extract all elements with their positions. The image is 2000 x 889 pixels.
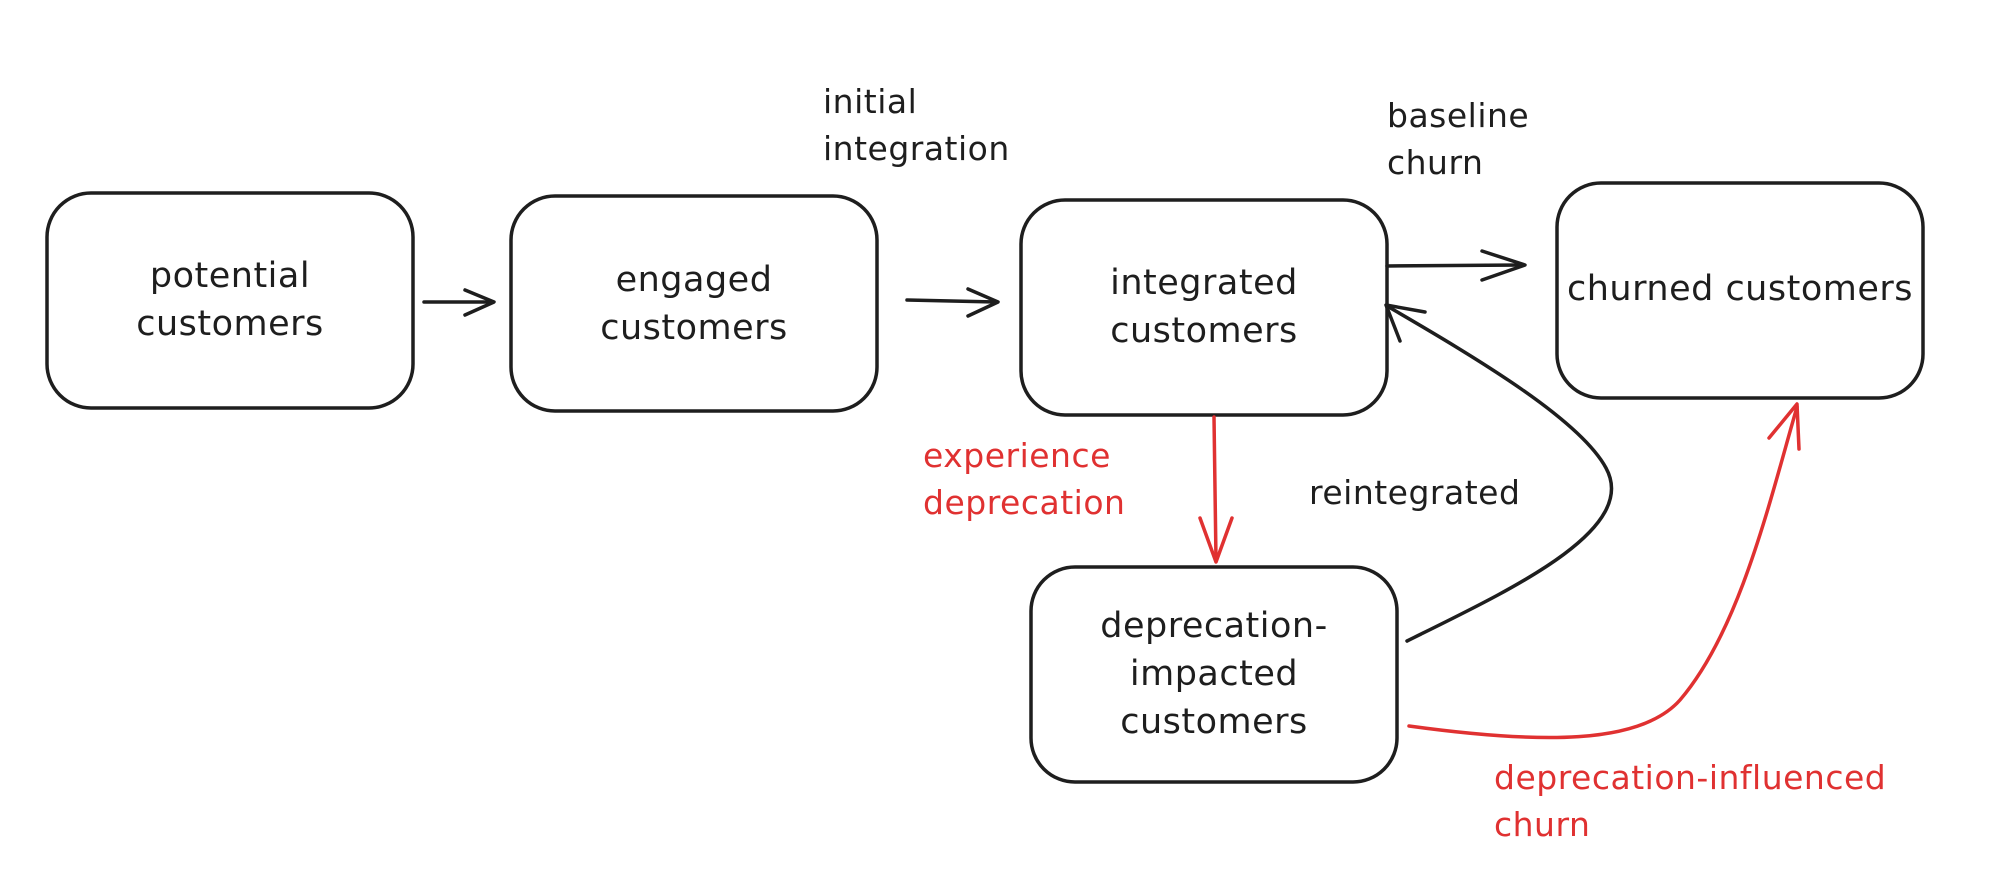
edge-integrated-to-churned: [1385, 249, 1527, 282]
label-initial-integration: initial integration: [823, 82, 1010, 168]
label-deprecation-influenced-churn-line1: deprecation-influenced: [1494, 758, 1886, 797]
label-baseline-churn: baseline churn: [1387, 96, 1529, 182]
node-potential-customers: potential customers: [45, 191, 415, 410]
label-initial-integration-line1: initial: [823, 82, 917, 121]
node-engaged-customers: engaged customers: [509, 194, 879, 413]
node-engaged-line1: engaged: [616, 260, 773, 300]
node-potential-line2: customers: [136, 304, 324, 344]
node-impacted-line1: deprecation-: [1100, 606, 1327, 646]
node-impacted-line2: impacted: [1130, 654, 1298, 694]
label-baseline-churn-line2: churn: [1387, 143, 1483, 182]
edge-integrated-to-impacted: [1198, 415, 1234, 564]
node-integrated-line1: integrated: [1110, 263, 1298, 303]
label-reintegrated-line1: reintegrated: [1309, 473, 1520, 512]
node-churned-customers: churned customers: [1555, 181, 1925, 400]
edge-impacted-to-churned: [1407, 402, 1801, 740]
node-integrated-line2: customers: [1110, 311, 1298, 351]
edge-engaged-to-integrated: [905, 287, 1000, 318]
label-experience-deprecation-line1: experience: [923, 436, 1111, 475]
label-baseline-churn-line1: baseline: [1387, 96, 1529, 135]
node-deprecation-impacted-customers: deprecation- impacted customers: [1029, 565, 1399, 784]
node-engaged-line2: customers: [600, 308, 788, 348]
label-reintegrated: reintegrated: [1309, 473, 1520, 512]
node-churned-line1: churned customers: [1567, 269, 1913, 309]
label-deprecation-influenced-churn-line2: churn: [1494, 805, 1590, 844]
edge-impacted-to-integrated: [1384, 303, 1614, 643]
label-deprecation-influenced-churn: deprecation-influenced churn: [1494, 758, 1886, 844]
label-experience-deprecation-line2: deprecation: [923, 483, 1125, 522]
node-impacted-line3: customers: [1120, 702, 1308, 742]
edge-potential-to-engaged: [422, 288, 496, 317]
node-potential-line1: potential: [150, 256, 310, 296]
label-experience-deprecation: experience deprecation: [923, 436, 1125, 522]
label-initial-integration-line2: integration: [823, 129, 1010, 168]
node-integrated-customers: integrated customers: [1019, 198, 1389, 417]
